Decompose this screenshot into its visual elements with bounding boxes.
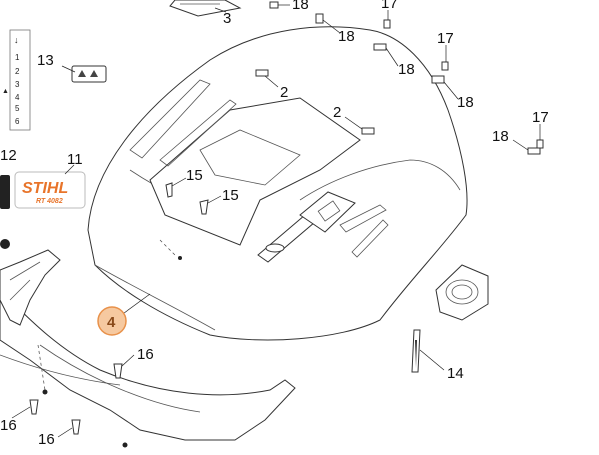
callout-13: 13 bbox=[37, 52, 54, 69]
screw-16-c bbox=[71, 419, 81, 435]
brand-decal-brand: STIHL bbox=[22, 180, 68, 197]
brand-decal-11: STIHL RT 4082 bbox=[0, 171, 86, 249]
screw-16-a bbox=[113, 363, 123, 379]
clip-18-d bbox=[431, 75, 445, 84]
callout-15-b: 15 bbox=[222, 187, 239, 204]
clip-18-e bbox=[527, 147, 541, 155]
callout-17-a: 17 bbox=[381, 0, 398, 12]
gear-decal-label-4: 4 bbox=[15, 93, 20, 102]
warning-decal-13 bbox=[71, 65, 107, 83]
callout-labels: 3 18 17 18 17 18 18 17 18 13 2 2 12 11 1… bbox=[0, 0, 549, 448]
clip-18-c bbox=[373, 43, 387, 51]
screw-16-b bbox=[29, 399, 39, 415]
fasteners bbox=[29, 1, 544, 435]
callout-3: 3 bbox=[223, 10, 231, 27]
clip-18-b bbox=[315, 13, 324, 24]
callout-16-a: 16 bbox=[137, 346, 154, 363]
callout-17-c: 17 bbox=[532, 109, 549, 126]
callout-16-c: 16 bbox=[38, 431, 55, 448]
callout-16-b: 16 bbox=[0, 417, 17, 434]
highlight-callout-4: 4 bbox=[97, 306, 127, 336]
callout-18-d: 18 bbox=[457, 94, 474, 111]
upper-bracket-3 bbox=[169, 0, 242, 17]
callout-12: 12 bbox=[0, 147, 17, 164]
screw-15-b bbox=[199, 199, 209, 215]
callout-11: 11 bbox=[67, 151, 83, 168]
gear-decal-label-2: 2 bbox=[15, 67, 20, 76]
clip-18-a bbox=[269, 1, 279, 9]
gear-decal-label-3: 3 bbox=[15, 80, 20, 89]
clip-17-c bbox=[536, 139, 544, 149]
callout-14: 14 bbox=[447, 365, 464, 382]
clip-17-a bbox=[383, 19, 391, 29]
clip-2-b bbox=[361, 127, 375, 135]
leader-lines bbox=[11, 4, 541, 438]
callout-18-a: 18 bbox=[292, 0, 309, 13]
callout-17-b: 17 bbox=[437, 30, 454, 47]
gear-decal-label-5: 5 bbox=[15, 104, 20, 113]
front-panel bbox=[0, 249, 296, 448]
callout-4: 4 bbox=[107, 314, 116, 331]
callout-18-e: 18 bbox=[492, 128, 509, 145]
clip-2-a bbox=[255, 69, 269, 77]
gear-decal: ↓ 1 2 3 4 5 6 ▲ bbox=[2, 29, 31, 131]
callout-2-a: 2 bbox=[280, 84, 288, 101]
callout-2-b: 2 bbox=[333, 104, 341, 121]
hood-part-4 bbox=[87, 26, 468, 341]
clip-17-b bbox=[441, 61, 449, 71]
gear-decal-top-symbol: ↓ bbox=[14, 35, 19, 45]
strip-part-14 bbox=[411, 329, 421, 373]
callout-18-c: 18 bbox=[398, 61, 415, 78]
callout-18-b: 18 bbox=[338, 28, 355, 45]
gear-decal-label-1: 1 bbox=[15, 53, 20, 62]
callout-15-a: 15 bbox=[186, 167, 203, 184]
brand-decal-model: RT 4082 bbox=[36, 198, 63, 205]
gear-decal-side-symbol: ▲ bbox=[2, 88, 9, 95]
gear-decal-label-6: 6 bbox=[15, 117, 20, 126]
screw-15-a bbox=[165, 182, 173, 198]
filler-cap bbox=[435, 264, 489, 321]
